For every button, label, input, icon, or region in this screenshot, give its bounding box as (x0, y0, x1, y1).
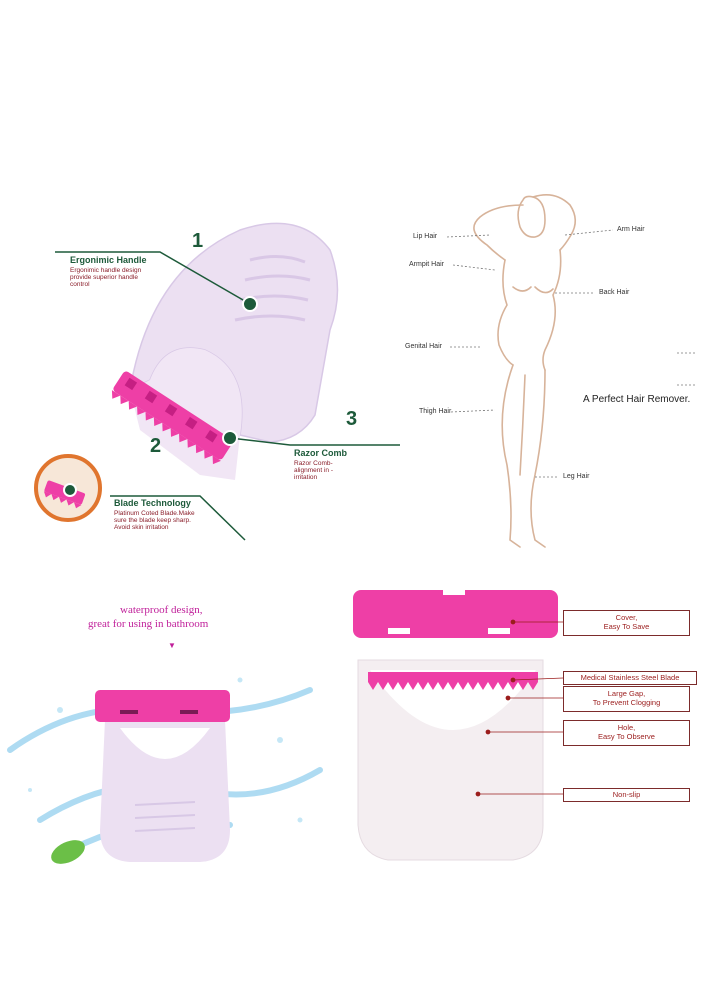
razor-anatomy-illustration (34, 222, 400, 541)
feature-title-blade-technology: Blade Technology (114, 498, 191, 508)
waterproof-illustration: ▼ (7, 641, 323, 864)
feature-title-ergonomic-handle: Ergonimic Handle (70, 255, 147, 265)
label-armpit-hair: Armpit Hair (409, 261, 445, 268)
feature-desc-2-line3: Avoid skin irritation (114, 524, 169, 531)
callout-non-slip: Non-slip (563, 788, 690, 802)
label-leg-hair: Leg Hair (563, 473, 590, 480)
callout-large-gap: Large Gap, To Prevent Clogging (563, 686, 690, 712)
label-thigh-hair: Thigh Hair (419, 408, 452, 415)
feature-desc-3-line2: alignment in - (294, 467, 334, 474)
feature-number-3: 3 (346, 408, 358, 430)
callout-gap-line2: To Prevent Clogging (592, 698, 661, 707)
callout-hole-line1: Hole, (617, 723, 636, 732)
callout-cover: Cover, Easy To Save (563, 610, 690, 636)
label-back-hair: Back Hair (599, 289, 630, 296)
body-areas-panel: Lip Hair Armpit Hair Genital Hair Thigh … (395, 175, 719, 565)
svg-text:▼: ▼ (168, 641, 176, 650)
waterproof-panel: waterproof design, great for using in ba… (0, 590, 330, 890)
feature-desc-3-line1: Razor Comb- (294, 460, 333, 467)
feature-desc-1-line3: control (70, 281, 90, 288)
feature-desc-2-line2: sure the blade keep sharp. (114, 517, 191, 524)
feature-number-2: 2 (150, 435, 162, 457)
feature-desc-1-line1: Ergonimic handle design (70, 267, 142, 274)
label-lip-hair: Lip Hair (413, 233, 438, 240)
callout-blade-line1: Medical Stainless Steel Blade (580, 673, 680, 682)
callout-hole-line2: Easy To Observe (598, 732, 655, 741)
product-parts-panel: Cover, Easy To Save Medical Stainless St… (348, 560, 719, 890)
label-genital-hair: Genital Hair (405, 343, 442, 350)
feature-desc-1-line2: provide superior handle (70, 274, 138, 281)
tagline: A Perfect Hair Remover. (583, 394, 691, 405)
female-body-outline (446, 194, 695, 548)
feature-desc-3-line3: irritation (294, 474, 318, 481)
feature-number-1: 1 (192, 230, 204, 252)
razor-anatomy-panel: 1 Ergonimic Handle Ergonimic handle desi… (0, 180, 400, 560)
waterproof-caption-line1: waterproof design, (120, 604, 203, 616)
callout-nonslip-line1: Non-slip (612, 790, 641, 799)
label-arm-hair: Arm Hair (617, 226, 645, 233)
callout-hole: Hole, Easy To Observe (563, 720, 690, 746)
callout-cover-line2: Easy To Save (603, 622, 650, 631)
feature-desc-2-line1: Platinum Coted Blade.Make (114, 510, 195, 517)
callout-gap-line1: Large Gap, (607, 689, 646, 698)
feature-title-razor-comb: Razor Comb (294, 448, 348, 458)
callout-blade: Medical Stainless Steel Blade (563, 671, 697, 685)
waterproof-caption-line2: great for using in bathroom (88, 618, 209, 630)
callout-cover-line1: Cover, (615, 613, 638, 622)
